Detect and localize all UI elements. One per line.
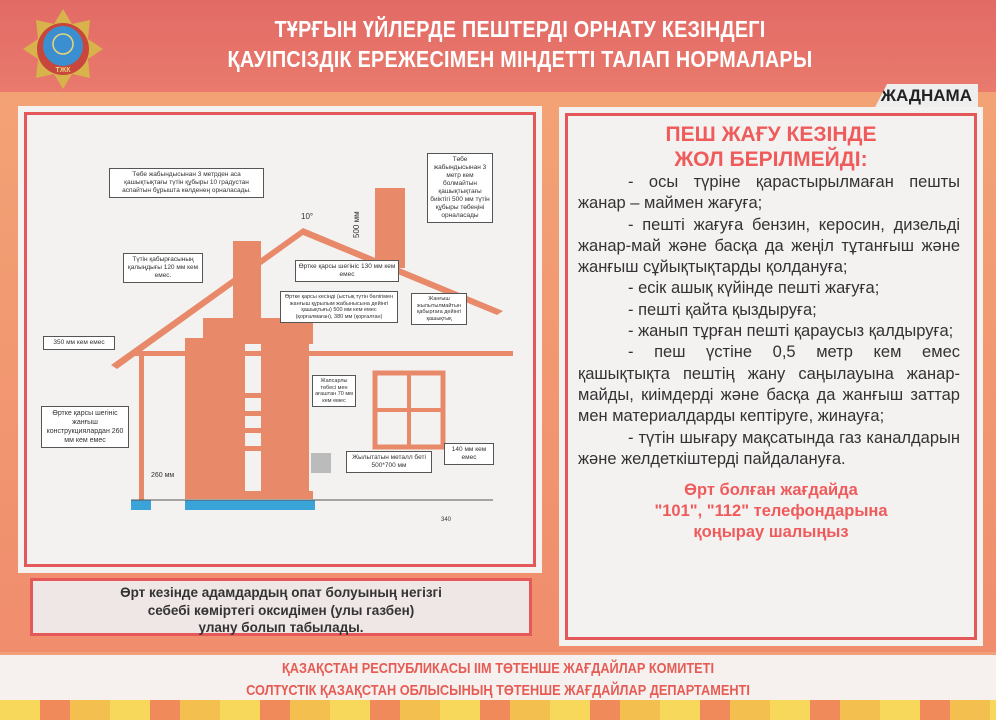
poster-header [0, 0, 996, 92]
label-ceiling-70: Жапсарлы төбесі мен ағаштан 70 мм кем ем… [312, 375, 356, 407]
rule-item: - түтін шығару мақсатында газ каналдарын… [578, 428, 960, 468]
advertisement-tag: ЖАДНАМА [874, 84, 978, 108]
svg-text:ТЖК: ТЖК [55, 67, 71, 74]
footer-line-2: СОЛТҮСТІК ҚАЗАҚСТАН ОБЛЫСЫНЫҢ ТӨТЕНШЕ ЖА… [246, 682, 750, 699]
label-chimney-angle: Төбе жабындысынан 3 метрден аса қашықтық… [109, 168, 264, 198]
label-unheated-wall: Жанғыш жылытылмайтын қабырғаға дейінгі қ… [411, 293, 467, 325]
flame-decoration [0, 700, 996, 720]
house-cross-section: 500 мм 10° 340 260 мм [111, 188, 513, 523]
note-line-3: улану болып табылады. [198, 620, 364, 635]
house-wall [139, 353, 144, 501]
label-fire-offset-130: Өртке қарсы шегініс 130 мм кем емес [295, 260, 399, 282]
emergency-call-notice: Өрт болған жағдайда "101", "112" телефон… [654, 481, 888, 542]
label-eave-350: 350 мм кем емес [43, 336, 115, 350]
dim-500-label: 500 мм [352, 211, 361, 238]
title-line-2: ҚАУІПСІЗДІК ЕРЕЖЕСІМЕН МІНДЕТТІ ТАЛАП НО… [227, 46, 813, 72]
rule-item: - есік ашық күйінде пешті жағуға; [628, 279, 880, 298]
angle-label: 10° [301, 212, 313, 221]
rules-heading: ПЕШ ЖАҒУ КЕЗІНДЕ ЖОЛ БЕРІЛМЕЙДІ: [665, 123, 877, 171]
gap-260-label: 260 мм [151, 472, 174, 479]
label-chimney-height: Төбе жабындысынан 3 метр кем болмайтын қ… [427, 153, 493, 223]
prohibited-actions-panel: ПЕШ ЖАҒУ КЕЗІНДЕ ЖОЛ БЕРІЛМЕЙДІ: - осы т… [559, 107, 983, 646]
rule-item: - пешті жағуға бензин, керосин, дизельді… [578, 215, 960, 277]
ceiling-beam [133, 351, 513, 356]
rule-item: - осы түріне қарастырылмаған пешты жанар… [578, 173, 960, 213]
footer-line-1: ҚАЗАҚСТАН РЕСПУБЛИКАСЫ ІІМ ТӨТЕНШЕ ЖАҒДА… [281, 660, 715, 677]
poster-title: ТҰРҒЫН ҮЙЛЕРДЕ ПЕШТЕРДІ ОРНАТУ КЕЗІНДЕГІ… [193, 14, 847, 74]
stove-left-wall [185, 338, 245, 498]
rule-item: - пеш үстіне 0,5 метр кем емес қашықтықт… [578, 343, 960, 426]
label-wall-thickness: Түтін қабырғасының қалыңдығы 120 мм кем … [123, 253, 203, 283]
rules-list: - осы түріне қарастырылмаған пешты жанар… [568, 172, 974, 470]
note-line-2: себебі көміртегі оксидімен (улы газбен) [147, 602, 415, 618]
rule-item: - жанып тұрған пешті қараусыз қалдыруға; [628, 322, 954, 341]
label-fire-offset-260: Өртке қарсы шегініс жанғыш конструкцияла… [41, 406, 129, 448]
dim-340-label: 340 [441, 517, 452, 523]
rule-item: - пешті қайта қыздыруға; [628, 300, 817, 319]
carbon-monoxide-note: Өрт кезінде адамдардың опат болуының нег… [30, 578, 532, 636]
poster-footer: ҚАЗАҚСТАН РЕСПУБЛИКАСЫ ІІМ ТӨТЕНШЕ ЖАҒДА… [0, 655, 996, 705]
note-line-1: Өрт кезінде адамдардың опат болуының нег… [120, 585, 442, 600]
label-floor-140: 140 мм кем емес [444, 443, 494, 465]
emergency-committee-emblem-icon: ТЖК [23, 9, 103, 89]
label-fire-cut: Өртке қарсы кесінді (ыстық түтін бөлігім… [280, 291, 398, 323]
label-metal-sheet: Жылытатын металл беті 500*700 мм [346, 451, 432, 473]
stove-installation-diagram: 500 мм 10° 340 260 мм Төбе жабындысынан … [18, 106, 542, 573]
title-line-1: ТҰРҒЫН ҮЙЛЕРДЕ ПЕШТЕРДІ ОРНАТУ КЕЗІНДЕГІ [274, 16, 766, 42]
right-chimney [375, 188, 405, 268]
stove-right-wall [261, 338, 309, 498]
